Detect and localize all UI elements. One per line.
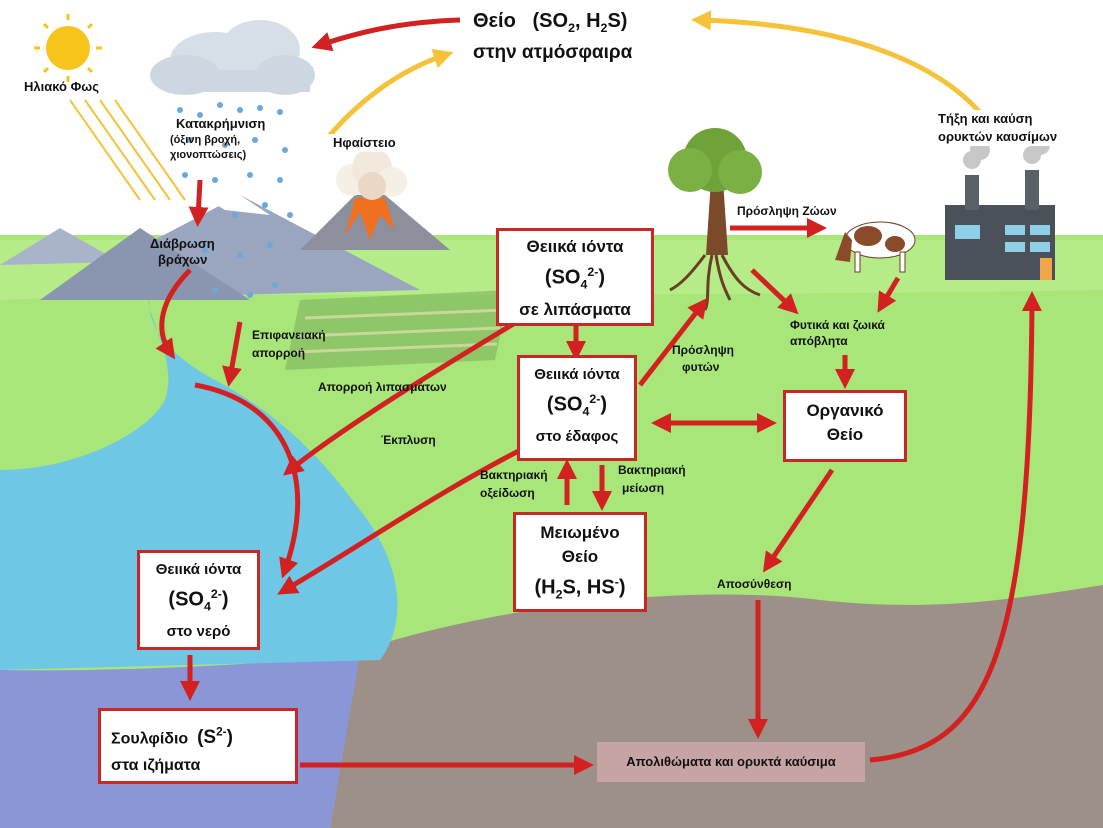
weathering-label-1: Διάβρωση: [150, 236, 215, 251]
factory: [945, 135, 1055, 280]
volcano-smoke: [336, 148, 407, 200]
surface-runoff-label-1: Επιφανειακή: [252, 328, 326, 342]
leaching-label: Έκπλυση: [381, 433, 436, 447]
arrow-organic-to-decomp: [762, 468, 835, 573]
bacterial-oxidation-label-1: Βακτηριακή: [480, 468, 548, 482]
soil-sulfate-box: Θειικά ιόντα (SO42-) στο έδαφος: [517, 355, 637, 461]
arrow-fossils-to-factory: [869, 291, 1042, 763]
red-arrows: [155, 17, 1042, 775]
weathering-label-2: βράχων: [158, 252, 208, 267]
mountain-left: [0, 228, 120, 265]
bacterial-reduction-label-2: μείωση: [622, 481, 665, 495]
tree: [668, 128, 762, 311]
arrow-river-to-water: [194, 382, 301, 579]
factory-label-2: ορυκτών καυσίμων: [935, 128, 1061, 146]
bacterial-reduction-label-1: Βακτηριακή: [618, 463, 686, 477]
water-sulfate-box: Θειικά ιόντα (SO42-) στο νερό: [137, 550, 260, 650]
river: [0, 265, 398, 670]
water-box-title: Θειικά ιόντα: [155, 561, 242, 578]
lava: [345, 198, 395, 240]
bacterial-oxidation-label-2: οξείδωση: [480, 486, 535, 500]
soil-box-formula: (SO42-): [546, 392, 608, 419]
cow: [835, 221, 916, 273]
plant-uptake-label-1: Πρόσληψη: [672, 343, 735, 357]
fertilizer-box-caption: σε λιπάσματα: [519, 299, 631, 319]
arrow-fertilizer-runoff: [282, 317, 522, 476]
atmosphere-title: Θείο (SO2, H2S): [473, 10, 628, 35]
arrow-volcano-to-atmosphere: [328, 48, 454, 137]
arrow-atmosphere-to-cloud: [311, 17, 461, 52]
fertilizer-sulfate-box: Θειικά ιόντα (SO42-) σε λιπάσματα: [496, 228, 654, 326]
raindrops: [177, 102, 293, 298]
field-furrows: [294, 308, 506, 354]
arrow-leaching: [277, 437, 542, 595]
arrow-weathering-to-river: [155, 268, 192, 360]
reduced-box-title: Μειωμένο: [540, 523, 620, 542]
surface-runoff-label-2: απορροή: [252, 346, 306, 360]
sun: [34, 14, 186, 201]
arrow-tree-to-waste: [750, 268, 799, 315]
fertilizer-box-title: Θειικά ιόντα: [526, 237, 624, 256]
organic-box-title: Οργανικό: [806, 401, 884, 420]
arrow-surface-runoff: [222, 321, 243, 387]
water-box-caption: στο νερό: [166, 622, 231, 640]
arrow-plant-uptake: [638, 297, 708, 387]
decomposition-label: Αποσύνθεση: [717, 577, 792, 591]
waste-label-2: απόβλητα: [790, 334, 848, 348]
plant-uptake-label-2: φυτών: [682, 360, 720, 374]
reduced-box-subtitle: Θείο: [561, 547, 599, 566]
fertilizer-runoff-label: Απορροή λιπασμάτων: [318, 380, 447, 394]
organic-sulfur-box: Οργανικό Θείο: [783, 390, 907, 462]
rain-cloud: [150, 20, 315, 95]
fossil-fuels-box: Απολιθώματα και ορυκτά καύσιμα: [597, 742, 865, 782]
atmosphere-subtitle: στην ατμόσφαιρα: [473, 42, 633, 63]
snow-cap: [200, 195, 270, 215]
mountain-front: [40, 228, 250, 300]
sediment-sulfide-box: Σουλφίδιο (S2-) στα ιζήματα: [98, 708, 298, 784]
soil-box-caption: στο έδαφος: [535, 427, 619, 445]
precipitation-detail-1: (όξινη βροχή,: [170, 134, 241, 146]
sediment-box-title-line: Σουλφίδιο (S2-): [111, 726, 233, 749]
soil-box-title: Θειικά ιόντα: [534, 366, 620, 383]
animal-uptake-label: Πρόσληψη Ζώων: [737, 204, 837, 218]
sediment-box-caption: στα ιζήματα: [111, 757, 201, 775]
reduced-sulfur-box: Μειωμένο Θείο (H2S, HS-): [513, 512, 647, 612]
reduced-box-formula: (H2S, HS-): [534, 575, 626, 602]
waste-label-1: Φυτικά και ζωικά: [790, 318, 885, 332]
factory-label-1: Τήξη και καύση: [935, 110, 1036, 128]
volcano-label: Ηφαίστειο: [330, 134, 399, 152]
precipitation-detail-2: χιονοπτώσεις): [170, 149, 247, 161]
organic-box-caption: Θείο: [826, 425, 864, 444]
precipitation-label: Κατακρήμνιση: [176, 116, 266, 131]
arrow-cow-to-waste: [877, 276, 901, 313]
sunlight-label: Ηλιακό Φως: [24, 79, 100, 94]
fertilizer-box-formula: (SO42-): [544, 265, 606, 292]
water-box-formula: (SO42-): [168, 587, 229, 614]
arrow-precip-to-weathering: [188, 179, 209, 227]
